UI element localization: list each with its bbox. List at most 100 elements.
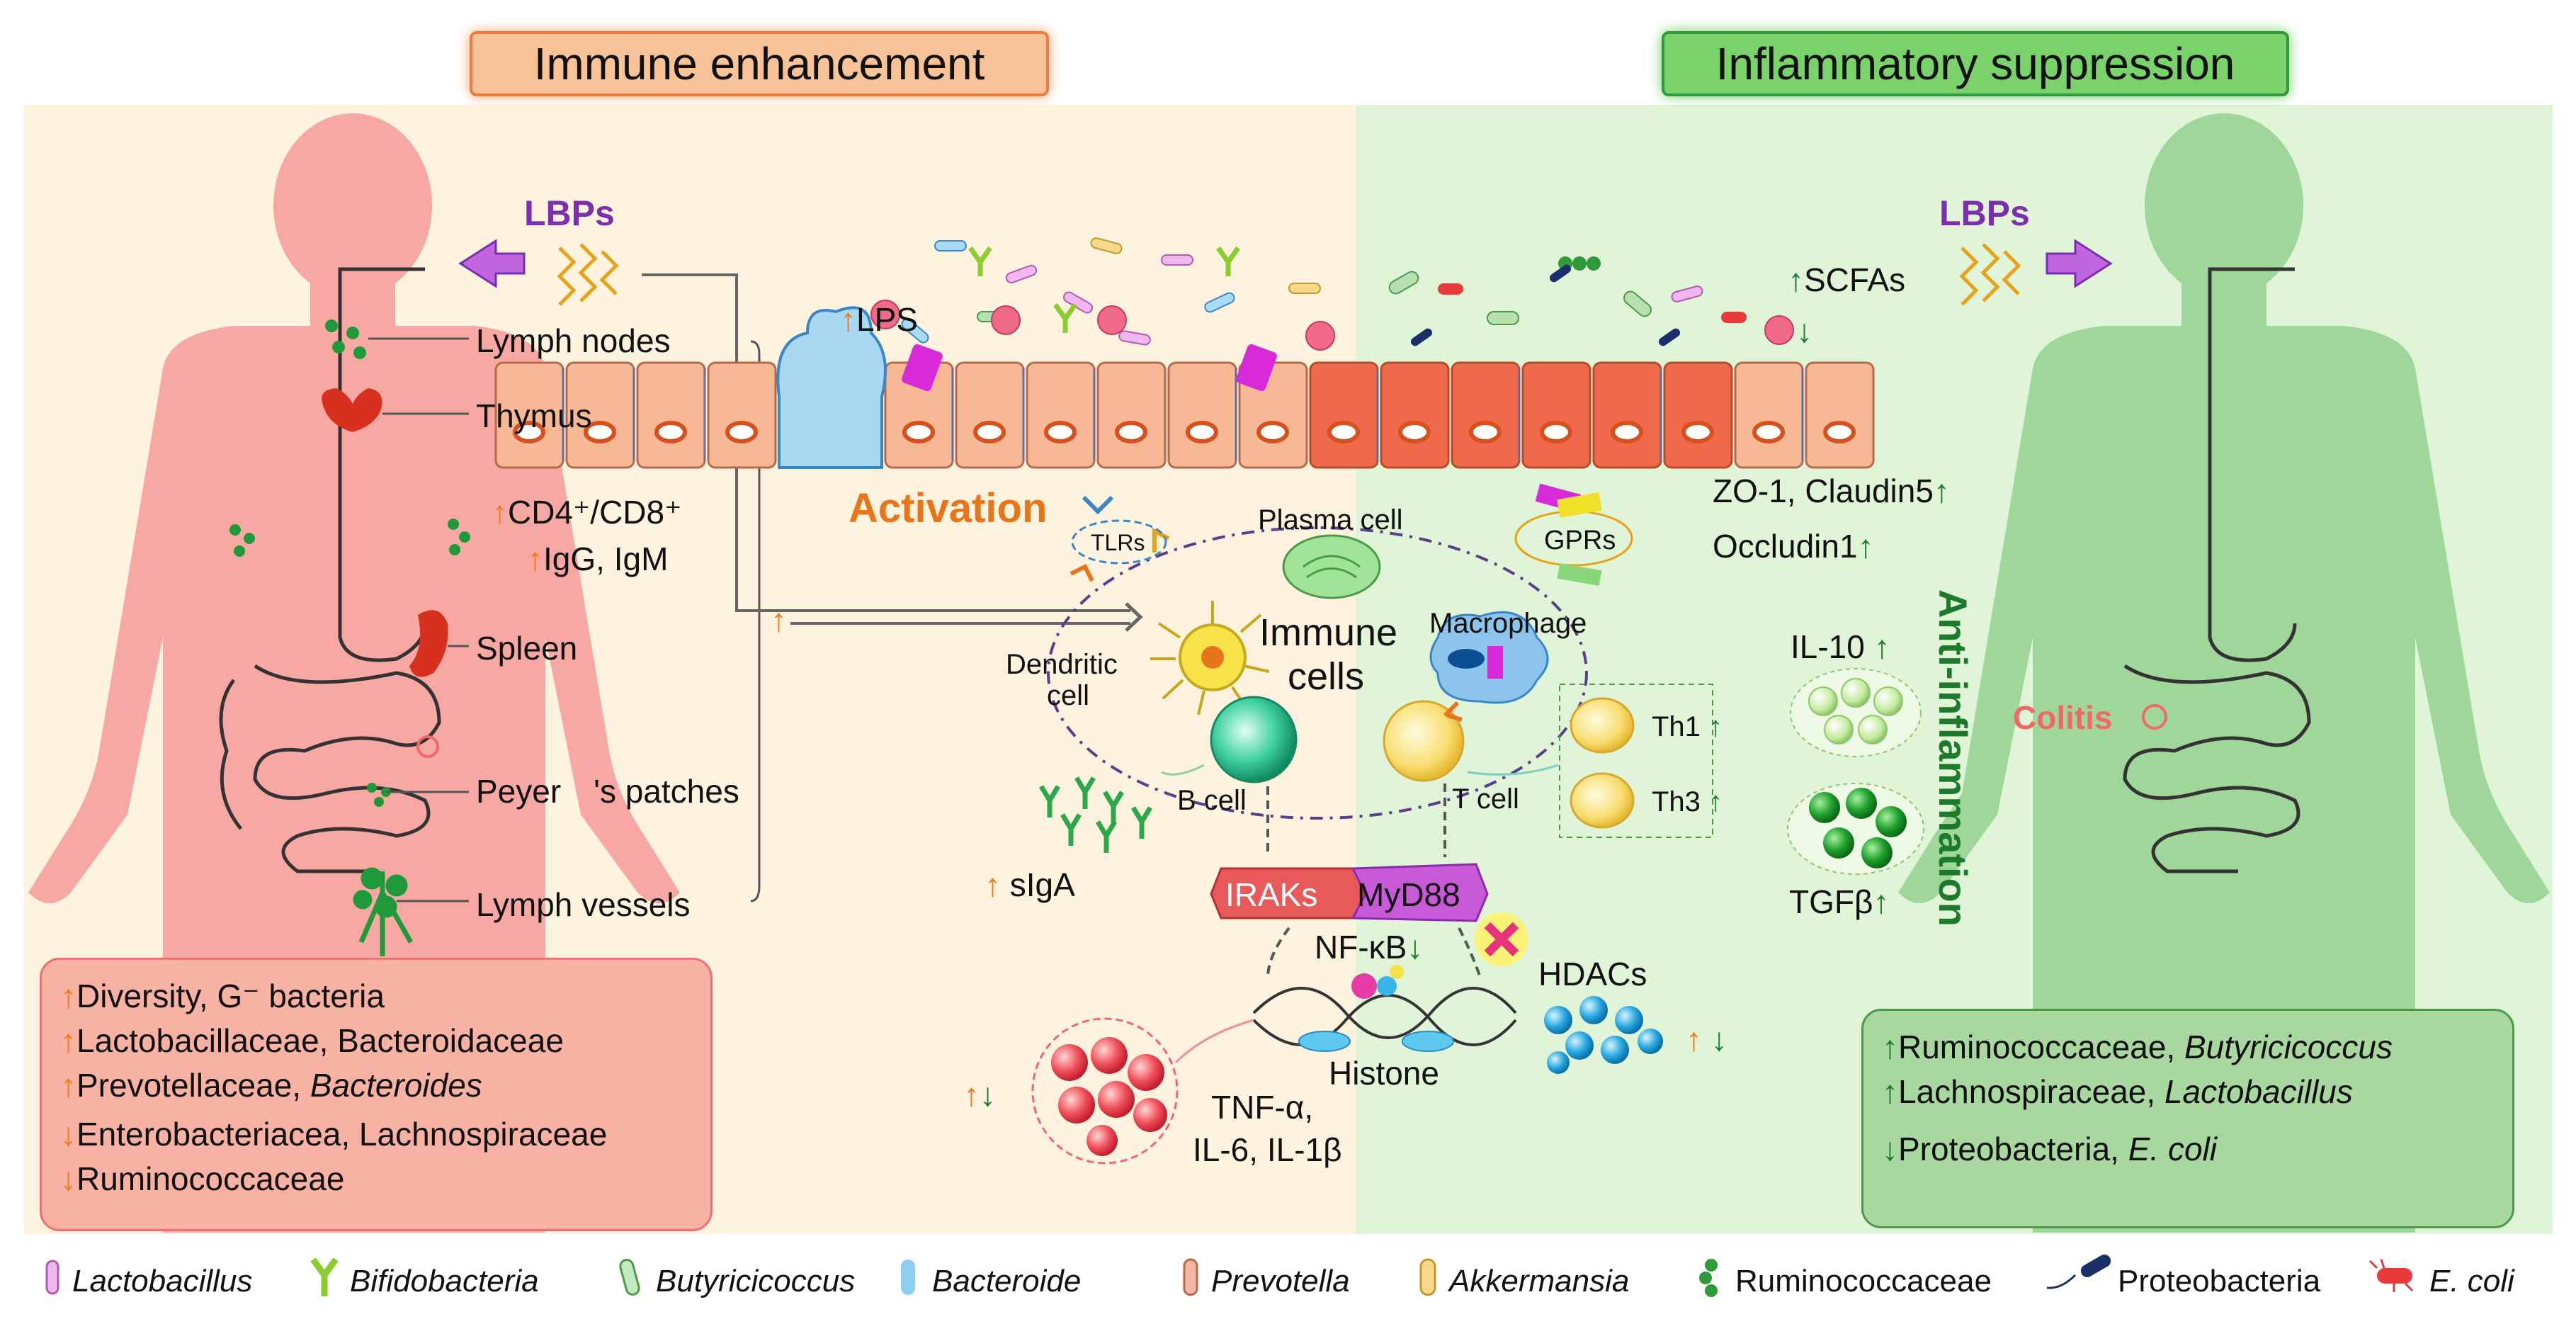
legend-item-proteobacteria: Proteobacteria <box>2118 1264 2321 1298</box>
dendritic-cell-icon <box>1150 601 1270 715</box>
colitis-site-icon <box>2142 704 2167 730</box>
lymph-node-icon <box>229 319 470 557</box>
legend-item-ruminococcaceae: Ruminococcaceae <box>1735 1264 1992 1298</box>
legend-item-akkermansia: Akkermansia <box>1449 1264 1630 1298</box>
cd4-cd8-text: CD4⁺/CD8⁺ <box>508 494 682 531</box>
il10-marker: IL-10 ↑ <box>1791 630 1890 663</box>
up-arrow-icon: ↑ <box>527 540 543 577</box>
list-item: ↑Ruminococcaceae, Butyricicoccus <box>1882 1025 2494 1070</box>
macrophage-label: Macrophage <box>1429 608 1587 639</box>
scfas-down-marker: ↓ <box>1796 315 1812 347</box>
th3-cell-icon <box>1570 772 1635 829</box>
activation-label: Activation <box>849 485 1048 531</box>
list-item-text: Lachnospiraceae, <box>1898 1073 2164 1110</box>
legend-icons <box>45 1255 2414 1297</box>
zo1-claudin5-marker: ZO-1, Claudin5↑ <box>1713 475 1950 507</box>
dendritic-cell-label-line1: Dendritic <box>1006 649 1118 680</box>
th3-text: Th3 <box>1652 786 1701 817</box>
list-item: ↑Lactobacillaceae, Bacteroidaceae <box>60 1019 692 1063</box>
th1-text: Th1 <box>1652 711 1701 742</box>
list-item-text: Diversity, G⁻ bacteria <box>76 978 385 1014</box>
list-item-italic: Lactobacillus <box>2164 1073 2353 1110</box>
siga-marker: ↑ sIgA <box>985 868 1075 901</box>
up-arrow-icon: ↑ <box>771 601 787 638</box>
cytokine-arrows: ↑↓ <box>963 1078 996 1111</box>
b-cell-icon <box>1210 696 1298 783</box>
histone-label: Histone <box>1329 1055 1439 1092</box>
up-arrow-icon: ↑ <box>1882 1029 1898 1065</box>
lbp-molecule-right-icon <box>1959 243 2021 306</box>
goblet-cell-icon <box>776 306 887 469</box>
up-arrow-icon: ↑ <box>1857 528 1874 565</box>
up-arrow-icon: ↑ <box>1873 883 1890 920</box>
occludin1-marker: Occludin1↑ <box>1713 530 1874 562</box>
legend-item-ecoli: E. coli <box>2429 1264 2514 1298</box>
immune-cells-label-line2: cells <box>1288 655 1365 698</box>
up-arrow-icon: ↑ <box>963 1076 980 1113</box>
siga-antibody-icon <box>1038 776 1153 853</box>
spleen-label: Spleen <box>476 630 578 667</box>
list-item-italic: Butyricicoccus <box>2184 1029 2393 1065</box>
up-arrow-icon: ↑ <box>1708 786 1723 817</box>
up-arrow-icon: ↑ <box>840 301 856 338</box>
down-arrow-icon: ↓ <box>60 1160 76 1197</box>
lymph-vessels-label: Lymph vessels <box>476 886 691 923</box>
plasma-cell-label: Plasma cell <box>1258 504 1403 536</box>
myd88-label: MyD88 <box>1357 876 1460 913</box>
title-inflammatory-suppression: Inflammatory suppression <box>1662 31 2289 96</box>
thymus-label: Thymus <box>476 397 592 434</box>
gprs-label: GPRs <box>1544 526 1616 555</box>
right-human-silhouette <box>1898 113 2550 1233</box>
list-item: ↓Ruminococcaceae <box>60 1157 692 1201</box>
iraks-label: IRAKs <box>1225 876 1318 913</box>
lbps-label-left: LBPs <box>524 193 615 233</box>
dendritic-cell-label-line2: cell <box>1047 680 1090 711</box>
legend-item-bacteroide: Bacteroide <box>932 1264 1082 1298</box>
up-arrow-icon: ↑ <box>1873 628 1890 665</box>
list-item-text: Ruminococcaceae <box>76 1160 345 1197</box>
tnf-label: TNF-α, <box>1211 1089 1314 1126</box>
lbp-right-arrow-icon <box>2046 239 2113 288</box>
tgfb-marker: TGFβ↑ <box>1789 885 1889 918</box>
scfas-text: SCFAs <box>1804 261 1906 298</box>
colitis-label: Colitis <box>2013 699 2113 736</box>
list-item-italic: Bacteroides <box>310 1067 482 1104</box>
lps-text: LPS <box>856 301 918 338</box>
nfkb-text: NF-κB <box>1315 929 1407 966</box>
down-arrow-icon: ↓ <box>1407 929 1424 966</box>
list-item-text: Ruminococcaceae, <box>1898 1029 2184 1065</box>
left-microbiota-changes-box: ↑Diversity, G⁻ bacteria ↑Lactobacillacea… <box>40 958 713 1231</box>
list-item-text: Lactobacillaceae, Bacteroidaceae <box>76 1022 564 1059</box>
list-item-text: Proteobacteria, <box>1898 1131 2128 1167</box>
siga-text: sIgA <box>1009 866 1075 903</box>
down-arrow-icon: ↓ <box>1882 1131 1898 1167</box>
th-cell-panel <box>1559 684 1713 838</box>
legend-item-lactobacillus: Lactobacillus <box>72 1264 253 1298</box>
up-arrow-icon: ↑ <box>1708 711 1723 742</box>
b-cell-label: B cell <box>1177 785 1247 816</box>
organ-leader-lines <box>368 337 761 902</box>
igg-igm-marker: ↑IgG, IgM <box>527 543 668 575</box>
legend-item-butyricicoccus: Butyricicoccus <box>656 1264 856 1298</box>
thymus-icon <box>322 388 382 432</box>
up-arrow-icon: ↑ <box>1882 1073 1898 1110</box>
up-arrow-icon: ↑ <box>1788 261 1804 298</box>
tlr-receptor-icon <box>1069 495 1170 582</box>
legend-item-prevotella: Prevotella <box>1211 1264 1350 1298</box>
bacteria-legend: Lactobacillus Bifidobacteria Butyricicoc… <box>0 1234 2576 1319</box>
up-arrow-icon: ↑ <box>492 494 508 531</box>
up-arrow-icon: ↑ <box>60 1022 76 1059</box>
list-item: ↑Lachnospiraceae, Lactobacillus <box>1882 1070 2494 1114</box>
list-item: ↓Proteobacteria, E. coli <box>1882 1127 2494 1172</box>
up-arrow-icon: ↑ <box>60 978 76 1014</box>
title-immune-enhancement: Immune enhancement <box>470 31 1049 96</box>
nfkb-marker: NF-κB↓ <box>1315 931 1423 963</box>
gut-epithelium <box>494 306 1875 469</box>
bracket-up-arrow: ↑ <box>771 604 787 636</box>
list-item: ↑Diversity, G⁻ bacteria <box>60 974 692 1019</box>
down-arrow-icon: ↓ <box>1710 1021 1727 1058</box>
anti-inflammation-label: Anti-inflammation <box>1931 589 1975 927</box>
occludin-text: Occludin1 <box>1713 528 1858 565</box>
up-arrow-icon: ↑ <box>1686 1021 1702 1058</box>
